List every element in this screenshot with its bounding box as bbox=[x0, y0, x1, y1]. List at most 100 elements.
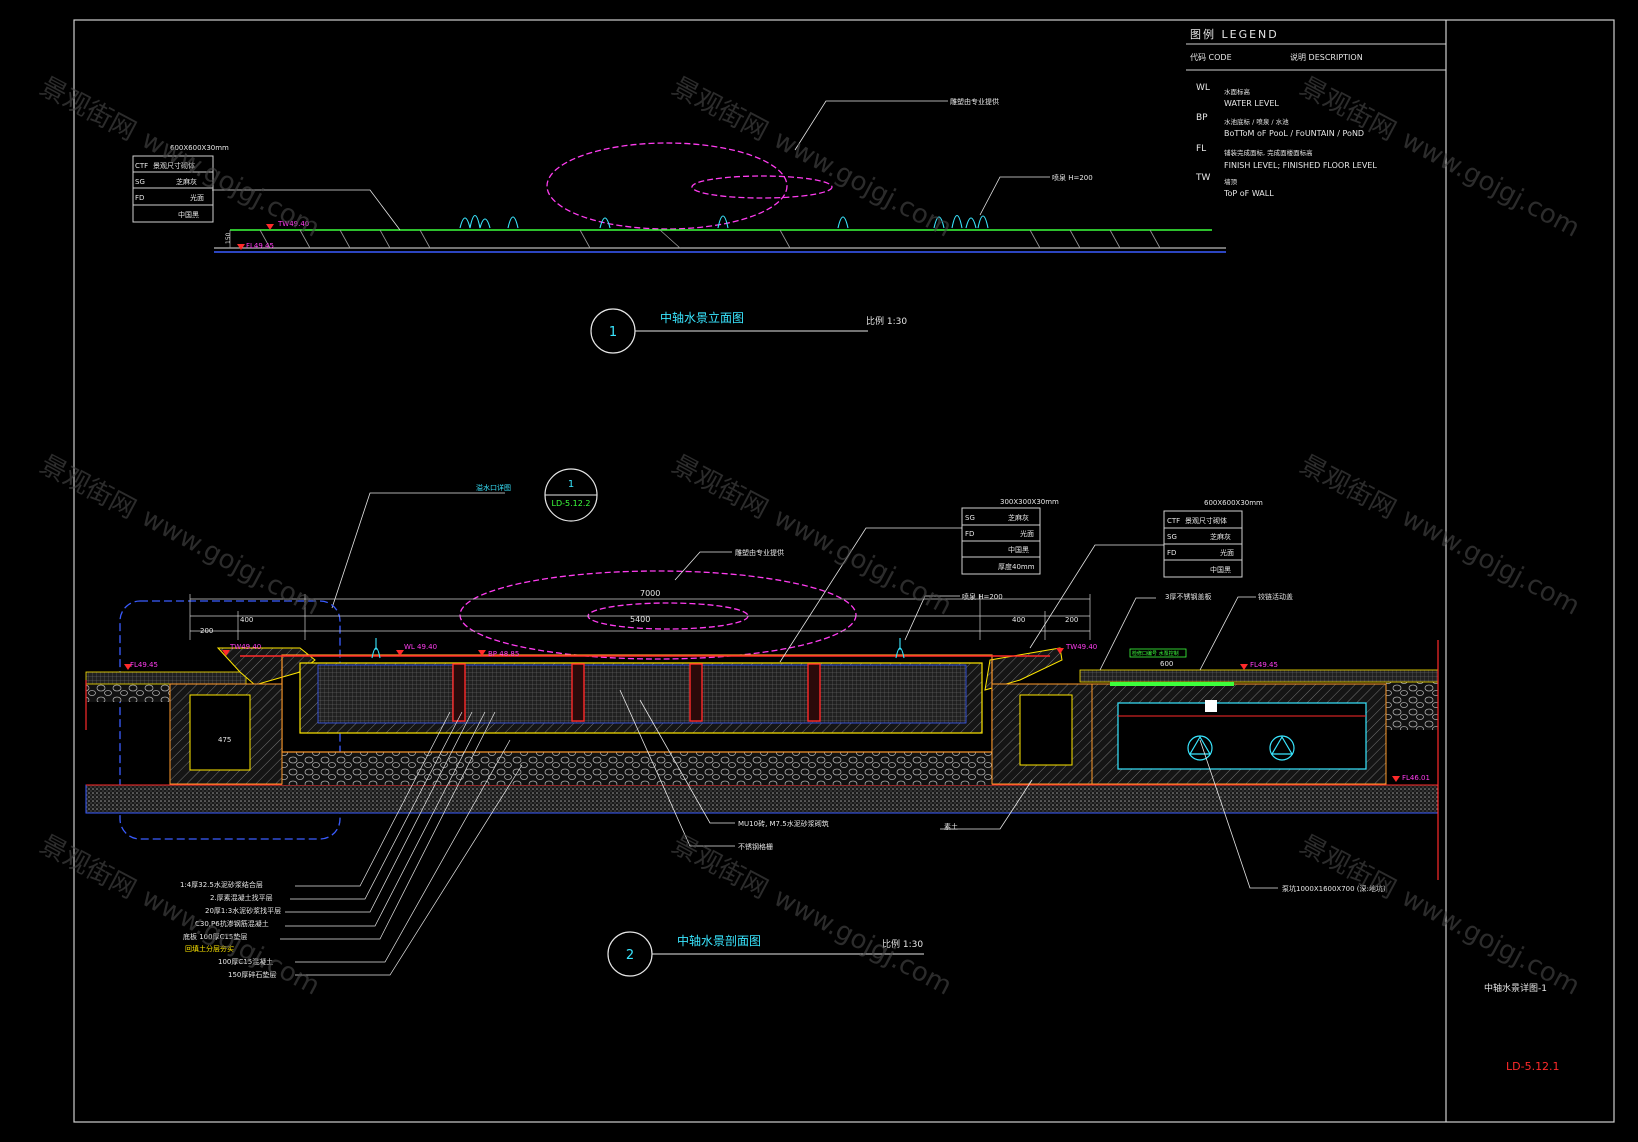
watermark-url: www.gojgj.com bbox=[1397, 503, 1585, 622]
legend-en-bp: BoTToM oF PooL / FoUNTAIN / PoND bbox=[1224, 129, 1364, 138]
watermarks: 景观街网 www.gojgj.com 景观街网 www.gojgj.com 景观… bbox=[35, 72, 1585, 1002]
detail-number: 1 bbox=[568, 479, 574, 490]
table-code: FD bbox=[135, 194, 144, 202]
watermark-cn: 景观街网 bbox=[1295, 450, 1401, 525]
sign-note: 检修口编号 水泵控制 bbox=[1132, 650, 1179, 657]
table-desc: 中国黑 bbox=[1210, 565, 1231, 574]
legend-header-code: 代码 CODE bbox=[1190, 52, 1232, 62]
sculpture-callout: 雕塑由专业提供 bbox=[950, 97, 999, 106]
table-code: SG bbox=[965, 514, 975, 522]
watermark-cn: 景观街网 bbox=[1295, 830, 1401, 905]
legend-cn-bp: 水池底标 / 喷泉 / 水池 bbox=[1224, 117, 1289, 126]
legend-code-tw: TW bbox=[1195, 173, 1210, 183]
material-table-size: 600X600X30mm bbox=[170, 144, 229, 152]
hinge-note: 铰链活动盖 bbox=[1258, 592, 1293, 601]
sculpture-inner bbox=[691, 175, 833, 199]
detail-boundary bbox=[119, 600, 341, 840]
legend-en-fl: FINISH LEVEL; FINISHED FLOOR LEVEL bbox=[1224, 161, 1377, 170]
watermark-url: www.gojgj.com bbox=[137, 125, 325, 244]
table-code: CTF bbox=[135, 162, 148, 170]
legend-cn-tw: 墙顶 bbox=[1224, 177, 1238, 186]
watermark-cn: 景观街网 bbox=[35, 830, 141, 905]
layer-note: 1:4厚32.5水泥砂浆结合层 bbox=[180, 880, 263, 889]
dim-right-400: 400 bbox=[1012, 616, 1025, 624]
watermark-cn: 景观街网 bbox=[667, 72, 773, 147]
table-code: CTF bbox=[1167, 517, 1180, 525]
pool-water bbox=[317, 664, 967, 724]
dim-left-200: 200 bbox=[200, 627, 213, 635]
material-table-v1: 600X600X30mm CTF 景观尺寸砌体 SG 芝麻灰 FD 光面 中国黑 bbox=[132, 144, 229, 223]
watermark-url: www.gojgj.com bbox=[769, 125, 957, 244]
table-desc: 芝麻灰 bbox=[176, 177, 197, 186]
dim-overall: 7000 bbox=[640, 589, 660, 598]
section-jets bbox=[371, 638, 905, 659]
support-piers bbox=[452, 663, 821, 722]
gravel-base bbox=[282, 752, 992, 785]
legend-en-wl: WATER LEVEL bbox=[1224, 99, 1279, 108]
bottom-level: FL46.01 bbox=[1402, 774, 1430, 782]
material-table-b: 600X600X30mm CTF 景观尺寸砌体 SG 芝麻灰 FD 光面 中国黑 bbox=[1163, 499, 1263, 578]
sheet-number: LD-5.12.1 bbox=[1506, 1060, 1560, 1073]
layer-note: 100厚C15混凝土 bbox=[218, 957, 273, 966]
layer-notes: 1:4厚32.5水泥砂浆结合层 2.厚素混凝土找平层 20厚1:3水泥砂浆找平层… bbox=[180, 880, 281, 979]
view-number-1: 1 bbox=[609, 325, 617, 340]
table-desc: 中国黑 bbox=[178, 210, 199, 219]
jet-callout: 喷泉 H=200 bbox=[1052, 173, 1093, 182]
dim-left-400: 400 bbox=[240, 616, 253, 624]
fl-left-level: FL49.45 bbox=[130, 661, 158, 669]
watermark-url: www.gojgj.com bbox=[137, 503, 325, 622]
legend-code-fl: FL bbox=[1196, 144, 1206, 154]
watermark-url: www.gojgj.com bbox=[769, 503, 957, 622]
drain-note: 不锈钢格栅 bbox=[738, 842, 773, 851]
table-desc: 景观尺寸砌体 bbox=[1185, 516, 1227, 525]
fl-level-v1: FL49.45 bbox=[246, 242, 274, 250]
overflow-box-right-inner bbox=[1019, 694, 1073, 766]
dim-inner: 5400 bbox=[630, 615, 650, 624]
material-table-b-size: 600X600X30mm bbox=[1204, 499, 1263, 507]
legend-code-wl: WL bbox=[1196, 83, 1210, 93]
layer-note: C30,P6抗渗钢筋混凝土 bbox=[195, 919, 269, 928]
table-code: SG bbox=[1167, 533, 1177, 541]
material-table-a-size: 300X300X30mm bbox=[1000, 498, 1059, 506]
legend-title: 图例 LEGEND bbox=[1190, 27, 1279, 41]
right-coping bbox=[984, 647, 1063, 691]
table-desc: 光面 bbox=[1220, 548, 1234, 557]
sculpture-outline-section bbox=[459, 570, 857, 660]
table-desc: 芝麻灰 bbox=[1210, 532, 1231, 541]
paving-right-top bbox=[1079, 669, 1439, 683]
table-desc: 光面 bbox=[190, 193, 204, 202]
legend-code-bp: BP bbox=[1196, 113, 1208, 123]
layer-leaders bbox=[280, 711, 523, 976]
dim-right-200: 200 bbox=[1065, 616, 1078, 624]
legend: 图例 LEGEND 代码 CODE 说明 DESCRIPTION WL 水面标高… bbox=[1186, 27, 1446, 198]
wall-note: MU10砖, M7.5水泥砂浆砌筑 bbox=[738, 819, 829, 828]
table-desc: 景观尺寸砌体 bbox=[153, 161, 195, 170]
dimension-lines bbox=[189, 594, 1091, 640]
pool-bottom-level: BP 48.85 bbox=[488, 650, 519, 658]
overflow-box-left-inner bbox=[189, 694, 251, 771]
paving-left-top bbox=[85, 671, 247, 685]
fountain-jets bbox=[459, 214, 989, 229]
pump-icons bbox=[1187, 735, 1295, 761]
drawing-name: 中轴水景详图-1 bbox=[1484, 982, 1547, 994]
elevation-view-1: 雕塑由专业提供 喷泉 H=200 600X600X30mm CTF 景观尺寸砌体… bbox=[132, 97, 1226, 354]
table-desc: 厚度40mm bbox=[998, 562, 1035, 571]
view-scale-1: 比例 1:30 bbox=[866, 315, 907, 327]
tw-left-level: TW49.40 bbox=[229, 643, 261, 651]
legend-cn-wl: 水面标高 bbox=[1224, 87, 1251, 96]
tw-right-level: TW49.40 bbox=[1065, 643, 1097, 651]
watermark-cn: 景观街网 bbox=[667, 450, 773, 525]
watermark-url: www.gojgj.com bbox=[1397, 125, 1585, 244]
watermark-cn: 景观街网 bbox=[667, 830, 773, 905]
table-code: SG bbox=[135, 178, 145, 186]
layer-note: 150厚碎石垫层 bbox=[228, 970, 276, 979]
sculpture-note-section: 雕塑由专业提供 bbox=[735, 548, 784, 557]
dim-600: 600 bbox=[1160, 660, 1173, 668]
detail-sheet: LD-5.12.2 bbox=[552, 499, 591, 508]
section-view-2: 1 LD-5.12.2 溢水口详图 雕塑由专业提供 7000 5400 400 … bbox=[85, 468, 1439, 979]
sheet-border bbox=[73, 19, 1615, 1123]
layer-note: 20厚1:3水泥砂浆找平层 bbox=[205, 906, 281, 915]
pump-lid bbox=[1110, 682, 1234, 686]
table-code: FD bbox=[1167, 549, 1176, 557]
